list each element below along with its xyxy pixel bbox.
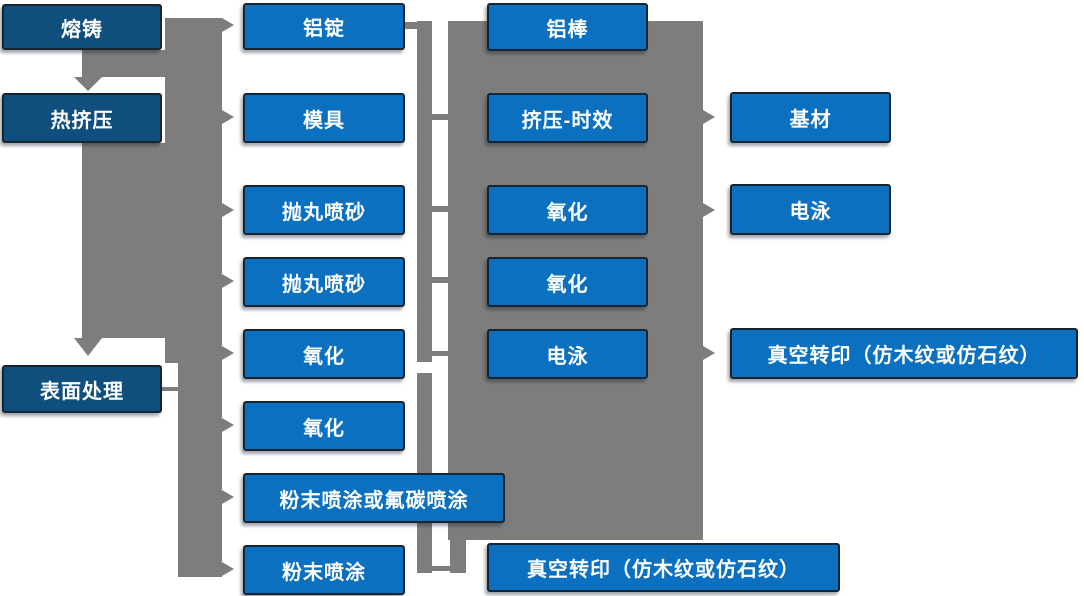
node-oxidation-1: 氧化 (243, 329, 405, 379)
node-powder-or-fluorocarbon-coating: 粉末喷涂或氟碳喷涂 (243, 473, 505, 523)
flow-elbow-surface (82, 143, 165, 338)
arrow-right-electrophoresis-icon (703, 203, 715, 217)
flow-tick-oxidation-row1 (432, 206, 448, 212)
arrow-right-powder-spray-icon (222, 562, 234, 576)
flow-tick-bottom-row (430, 566, 452, 571)
node-surface-treatment: 表面处理 (2, 365, 162, 413)
node-melting-casting: 熔铸 (2, 4, 162, 50)
arrow-down-hot-extrusion-icon (74, 77, 102, 91)
arrow-right-base-material-icon (703, 110, 715, 124)
arrow-right-oxidation-1-icon (222, 346, 234, 360)
node-oxidation-2: 氧化 (243, 401, 405, 451)
flow-tick-mold-row (432, 114, 448, 120)
flow-stub-bottom (450, 538, 466, 573)
node-shot-blasting-1: 抛丸喷砂 (243, 185, 405, 235)
arrow-down-surface-treatment-icon (74, 338, 102, 356)
flow-tick-aluminum-ingot (405, 22, 417, 29)
flow-band-mid-upper (417, 21, 432, 362)
node-hot-extrusion: 热挤压 (2, 93, 162, 143)
arrow-right-vacuum-transfer-icon (703, 346, 715, 360)
node-shot-blasting-2: 抛丸喷砂 (243, 257, 405, 307)
arrow-right-oxidation-2-icon (222, 418, 234, 432)
node-base-material: 基材 (730, 92, 891, 143)
arrow-right-powder-coating-icon (222, 490, 234, 504)
flow-tick-oxidation-row2 (432, 277, 448, 283)
arrow-right-aluminum-ingot-icon (222, 18, 234, 32)
flow-tick-electrophoresis-row (432, 351, 448, 356)
node-aluminum-ingot: 铝锭 (243, 3, 405, 50)
arrow-right-mold-icon (222, 110, 234, 124)
node-vacuum-transfer-1: 真空转印（仿木纹或仿石纹） (487, 543, 840, 592)
node-oxidation-4: 氧化 (487, 257, 648, 307)
flow-band-left-main (165, 18, 222, 363)
node-powder-coating: 粉末喷涂 (243, 545, 405, 595)
node-electrophoresis-1: 电泳 (487, 329, 648, 379)
node-electrophoresis-2: 电泳 (730, 184, 891, 235)
node-aluminum-rod: 铝棒 (487, 3, 648, 51)
arrow-right-shot-blasting-1-icon (222, 203, 234, 217)
arrow-right-shot-blasting-2-icon (222, 274, 234, 288)
node-mold: 模具 (243, 93, 405, 143)
flow-link-surface-treatment (162, 387, 179, 391)
node-extrusion-aging: 挤压-时效 (487, 93, 648, 143)
flow-elbow-melting (82, 50, 165, 77)
node-oxidation-3: 氧化 (487, 185, 648, 235)
flow-band-left-lower (178, 363, 222, 577)
node-vacuum-transfer-2: 真空转印（仿木纹或仿石纹） (730, 328, 1078, 379)
